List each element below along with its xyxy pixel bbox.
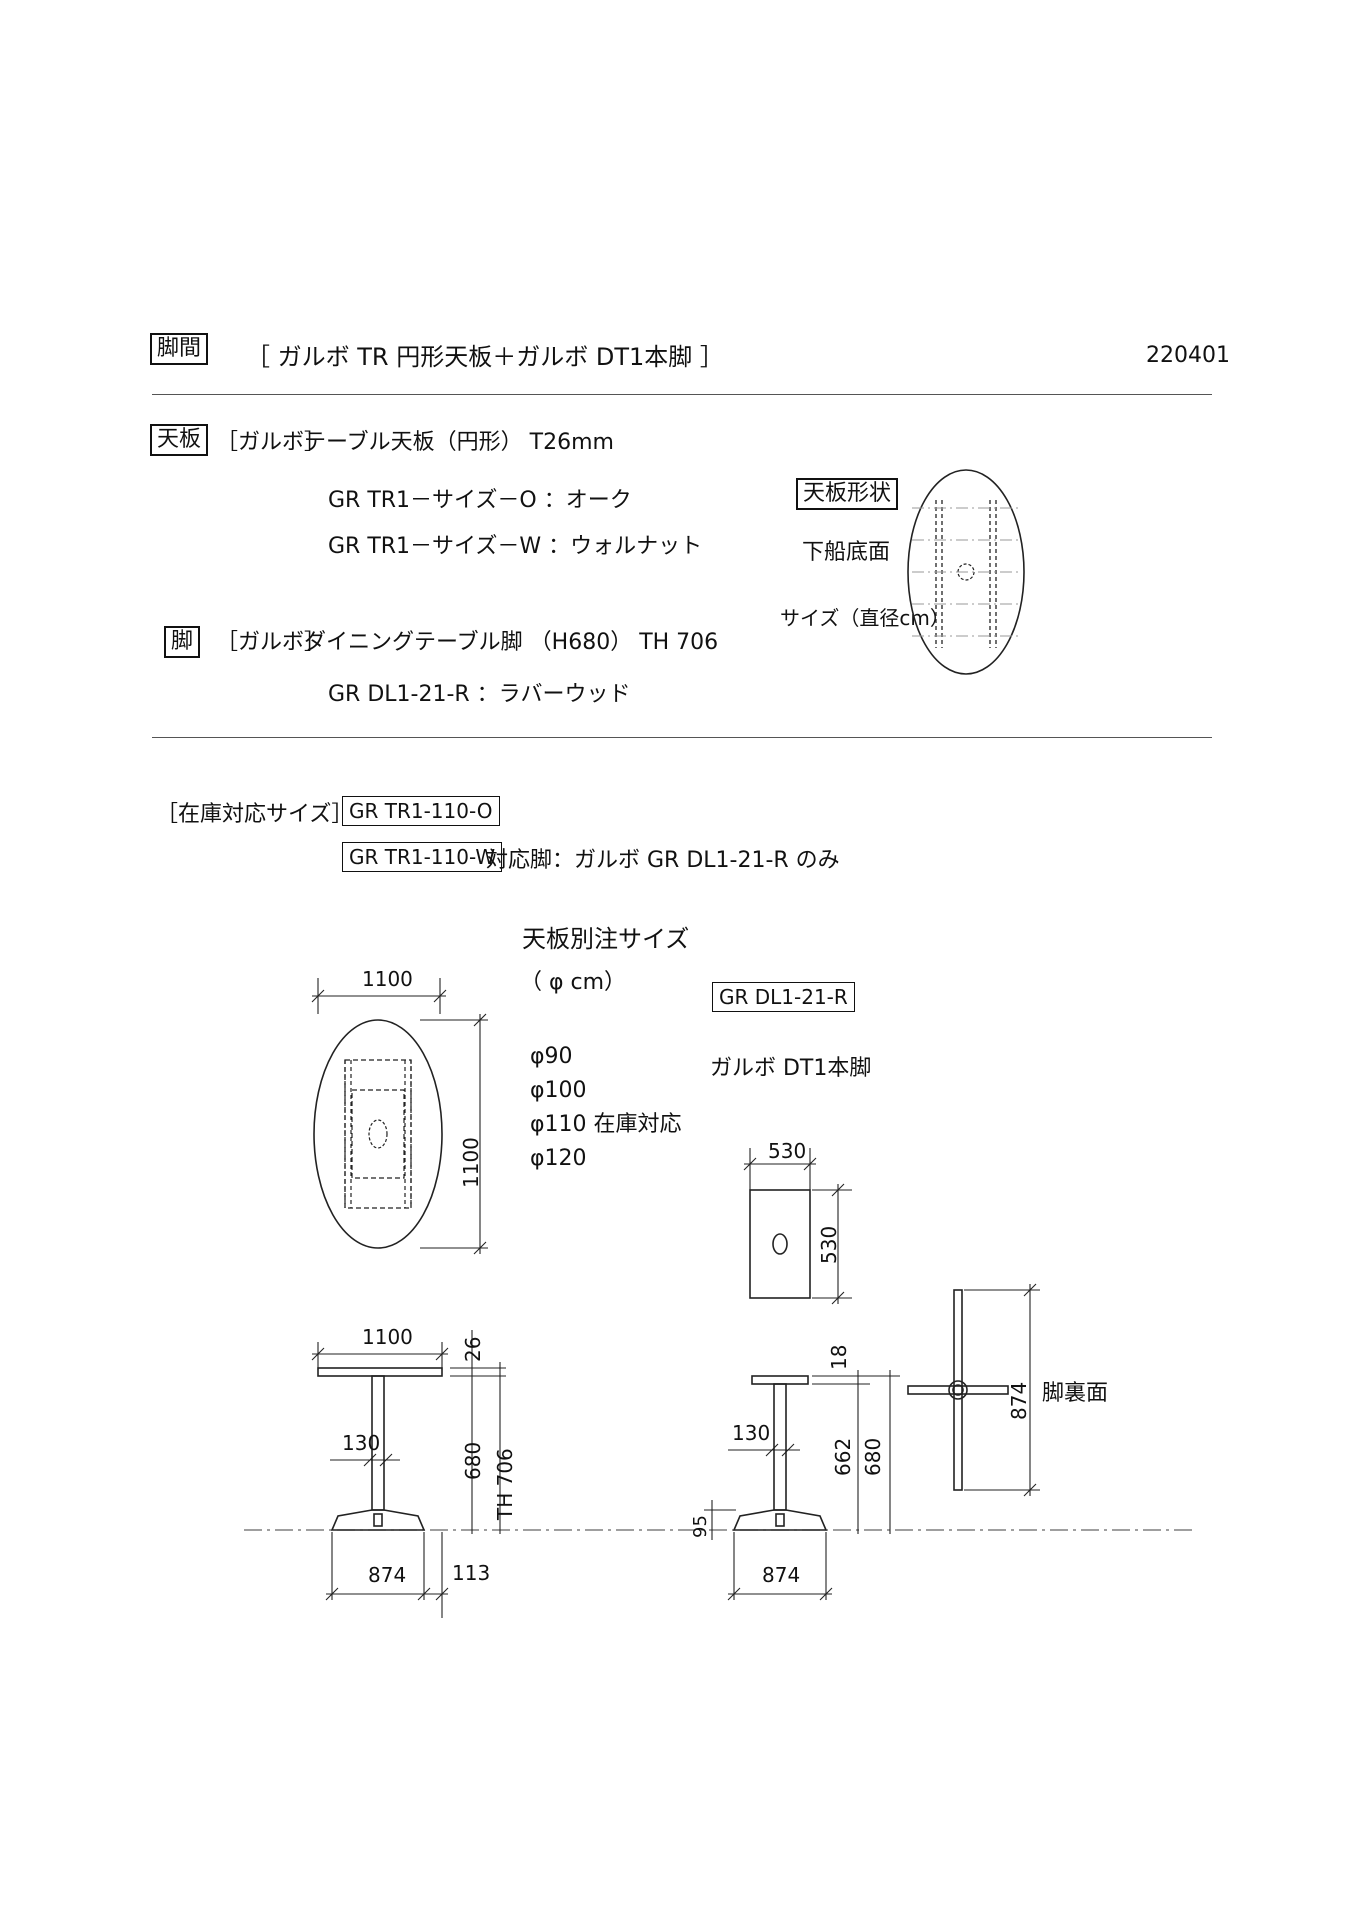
leg-brand: ［ガルボ］ xyxy=(216,630,327,655)
leg-desc: ダイニングテーブル脚 （H680） TH 706 xyxy=(304,630,719,655)
leg-item: GR DL1-21-R ：ラバーウッド xyxy=(328,682,631,707)
custom-sizes-unit: （ φ cm） xyxy=(520,970,627,995)
leg-model-name: ガルボ DT1本脚 xyxy=(710,1056,872,1081)
shape-sub: 下船底面 xyxy=(802,540,891,565)
stock-code: GR TR1-110-W xyxy=(342,842,503,872)
custom-size: φ90 xyxy=(530,1044,573,1069)
custom-size: φ110 在庫対応 xyxy=(530,1112,682,1137)
tabletop-plan xyxy=(313,1019,443,1249)
dim-top-plan-height: 1100 xyxy=(459,1137,483,1188)
dim-column: 130 xyxy=(342,1431,380,1455)
dim-total-height: TH 706 xyxy=(493,1448,517,1521)
shape-ellipse xyxy=(907,469,1025,675)
leg-elevation-plate xyxy=(751,1375,809,1385)
dim-leg2-column: 130 xyxy=(732,1421,770,1445)
dim-underside-width: 874 xyxy=(1007,1382,1031,1420)
stock-code: GR TR1-110-O xyxy=(342,796,500,826)
dim-plate-width: 530 xyxy=(768,1139,806,1163)
dim-leg2-h2: 680 xyxy=(861,1438,885,1476)
dim-overhang: 113 xyxy=(452,1561,490,1585)
custom-size: φ100 xyxy=(530,1078,587,1103)
dim-foot: 95 xyxy=(690,1515,711,1538)
divider xyxy=(152,737,1212,738)
tabletop-item: GR TR1－サイズ－W ：ウォルナット xyxy=(328,534,703,559)
tabletop-elevation xyxy=(317,1367,443,1377)
document-code: 220401 xyxy=(1146,343,1230,368)
dim-leg2-h1: 662 xyxy=(831,1438,855,1476)
leg-model-code: GR DL1-21-R xyxy=(712,982,855,1012)
header-label: 脚間 xyxy=(150,333,209,365)
custom-size: φ120 xyxy=(530,1146,587,1171)
page-title: ［ ガルボ TR 円形天板＋ガルボ DT1本脚 ］ xyxy=(246,343,724,371)
tabletop-brand: ［ガルボ］ xyxy=(216,430,327,455)
dim-base2: 874 xyxy=(762,1563,800,1587)
leg-label: 脚 xyxy=(164,626,201,658)
dim-leg-height: 680 xyxy=(461,1442,485,1480)
leg-underside xyxy=(907,1289,1009,1491)
underside-label: 脚裏面 xyxy=(1042,1381,1108,1406)
dim-top-thickness: 26 xyxy=(461,1337,485,1362)
tabletop-label: 天板 xyxy=(150,424,209,456)
dim-top-plan-width: 1100 xyxy=(362,967,413,991)
dim-plate-height: 530 xyxy=(817,1226,841,1264)
stock-label: ［在庫対応サイズ］ xyxy=(156,802,354,827)
leg-plate-plan xyxy=(749,1189,811,1299)
dim-base: 874 xyxy=(368,1563,406,1587)
shape-label: 天板形状 xyxy=(796,478,899,510)
divider xyxy=(152,394,1212,395)
tabletop-desc: テーブル天板（円形） T26mm xyxy=(304,430,614,455)
dim-plate-thickness: 18 xyxy=(827,1345,851,1370)
dim-elevation-width: 1100 xyxy=(362,1325,413,1349)
shape-size-note: サイズ（直径cm） xyxy=(780,606,950,630)
stock-note: 対応脚：ガルボ GR DL1-21-R のみ xyxy=(486,848,840,873)
tabletop-item: GR TR1－サイズ－O ：オーク xyxy=(328,488,632,513)
custom-sizes-title: 天板別注サイズ xyxy=(522,925,690,953)
